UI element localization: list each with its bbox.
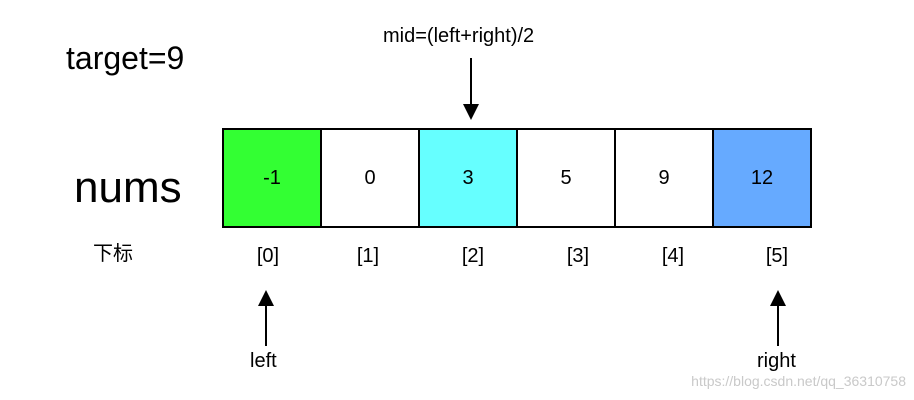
index-label-2: [2]: [461, 245, 485, 267]
target-label: target=9: [66, 40, 185, 76]
array-name-label: nums: [74, 163, 182, 212]
mid-formula-label: mid=(left+right)/2: [383, 25, 535, 47]
array-cell-3: 5: [516, 128, 616, 228]
index-label-5: [5]: [765, 245, 789, 267]
index-caption-label: 下标: [93, 243, 133, 265]
right-arrow-icon: [770, 290, 786, 346]
array-cell-5: 12: [712, 128, 812, 228]
array-cells: -1 0 3 5 9 12: [222, 128, 812, 228]
watermark-text: https://blog.csdn.net/qq_36310758: [691, 373, 906, 389]
array-cell-0: -1: [222, 128, 322, 228]
left-pointer-label: left: [250, 350, 277, 372]
array-cell-4: 9: [614, 128, 714, 228]
left-arrow-icon: [258, 290, 274, 346]
index-label-3: [3]: [566, 245, 590, 267]
mid-arrow-icon: [463, 58, 479, 120]
right-pointer-label: right: [757, 350, 796, 372]
index-label-4: [4]: [661, 245, 685, 267]
array-cell-1: 0: [320, 128, 420, 228]
array-cell-2: 3: [418, 128, 518, 228]
index-label-1: [1]: [356, 245, 380, 267]
index-label-0: [0]: [256, 245, 280, 267]
